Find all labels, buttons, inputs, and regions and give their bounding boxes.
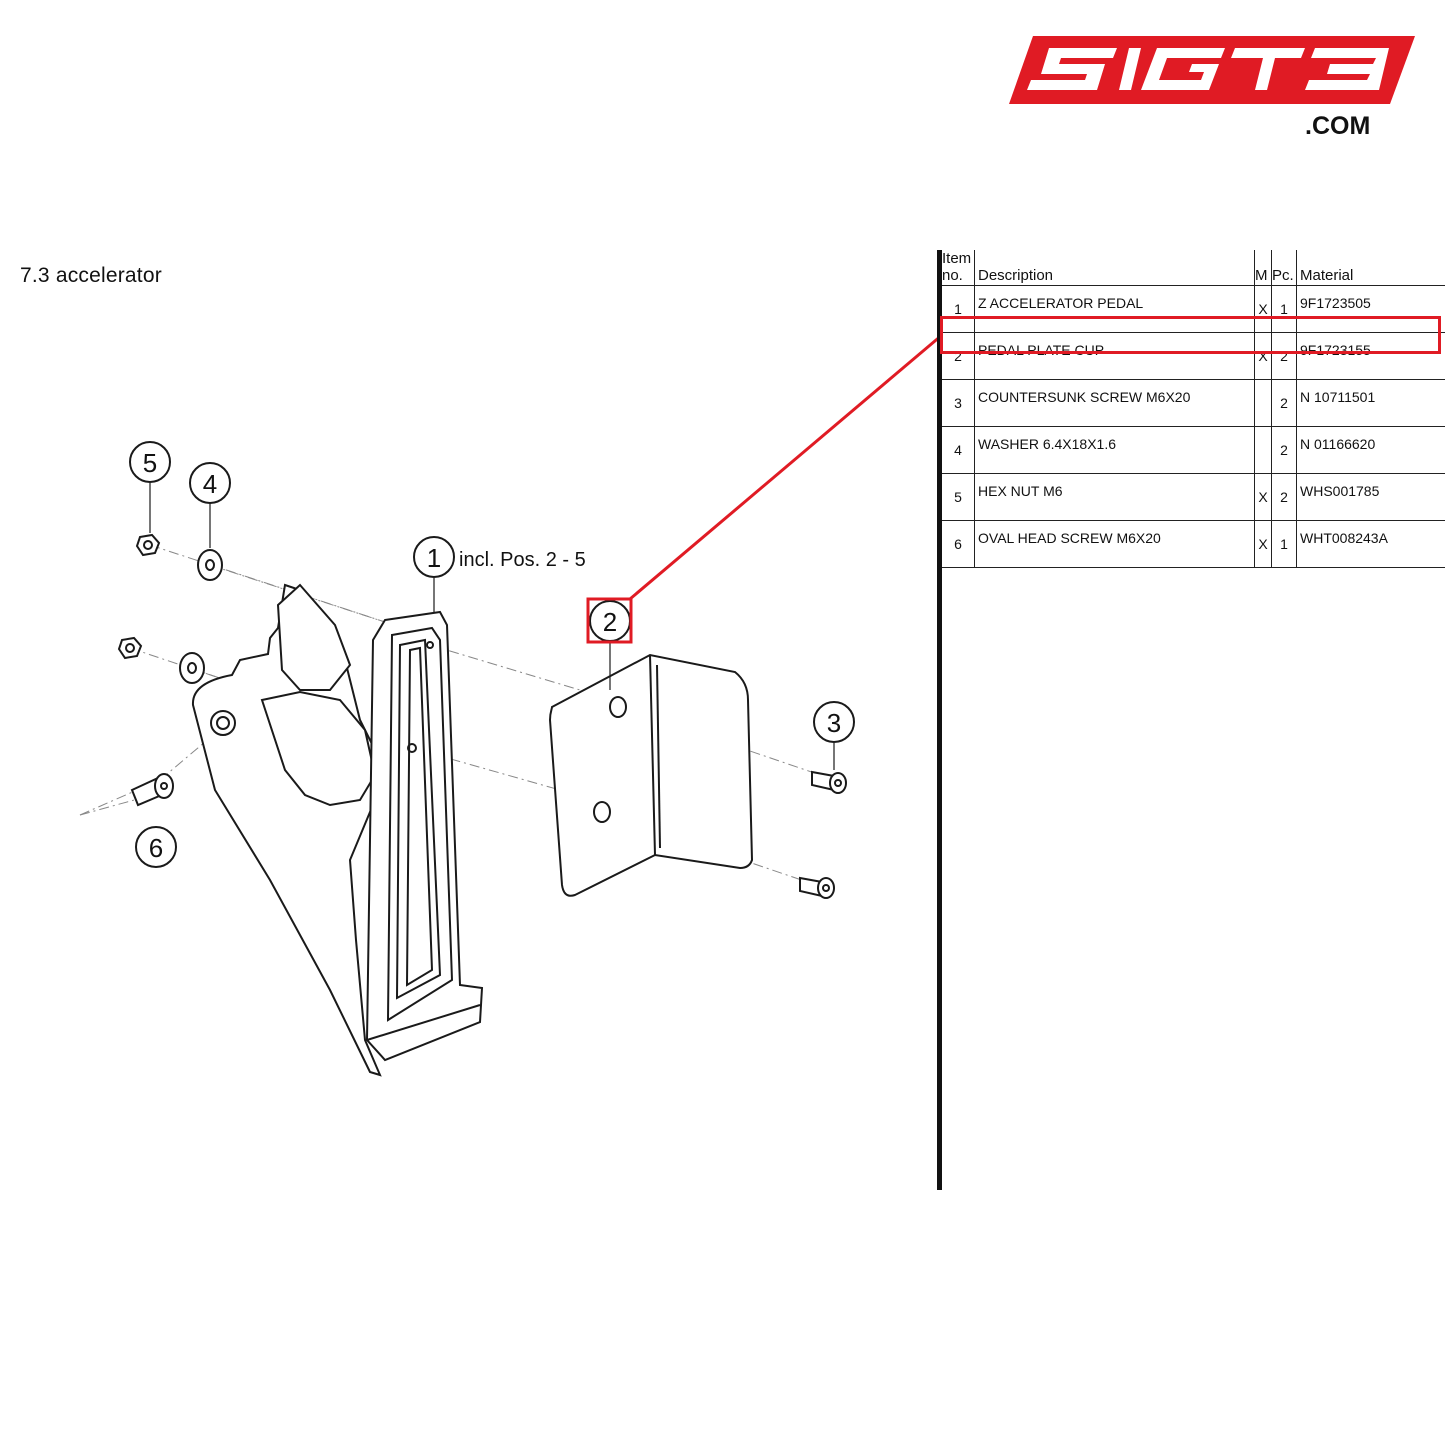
cell-description: HEX NUT M6 [974, 473, 1255, 521]
washer [179, 549, 223, 684]
callout-leaders [149, 483, 835, 770]
callout-1-circle [413, 536, 455, 578]
header-description: Description [974, 250, 1255, 286]
oval-head-screw [130, 773, 174, 807]
cell-m: X [1254, 473, 1272, 521]
parts-table: Item no. Description M Pc. Material 1 Z … [942, 250, 1445, 568]
cell-description: Z ACCELERATOR PEDAL [974, 285, 1255, 333]
header-m: M [1254, 250, 1272, 286]
cell-pc: 1 [1271, 285, 1297, 333]
cell-item: 3 [942, 379, 975, 427]
cell-item: 6 [942, 520, 975, 568]
table-row[interactable]: 6 OVAL HEAD SCREW M6X20 X 1 WHT008243A [942, 520, 1445, 568]
cell-description: WASHER 6.4X18X1.6 [974, 426, 1255, 474]
callout-3-circle [813, 701, 855, 743]
cell-material: N 01166620 [1296, 426, 1445, 474]
logo-domain: .COM [1305, 112, 1370, 140]
highlight-callout-box [586, 597, 633, 644]
table-header-row: Item no. Description M Pc. Material [942, 250, 1445, 286]
callout-3: 3 [827, 708, 841, 738]
countersunk-screw [799, 770, 847, 899]
table-row[interactable]: 4 WASHER 6.4X18X1.6 2 N 01166620 [942, 426, 1445, 474]
cell-m [1254, 379, 1272, 427]
cell-item: 5 [942, 473, 975, 521]
section-title: 7.3 accelerator [20, 264, 162, 287]
cell-description: OVAL HEAD SCREW M6X20 [974, 520, 1255, 568]
callout-1: 1 [427, 543, 441, 573]
callout-5: 5 [143, 448, 157, 478]
callout-6: 6 [149, 833, 163, 863]
cell-item: 2 [942, 332, 975, 380]
pedal-actuator [276, 583, 352, 691]
cell-description: PEDAL PLATE CUP [974, 332, 1255, 380]
cell-description: COUNTERSUNK SCREW M6X20 [974, 379, 1255, 427]
cell-item: 1 [942, 285, 975, 333]
hex-nut [117, 533, 161, 660]
cell-material: WHT008243A [1296, 520, 1445, 568]
callout-4: 4 [203, 469, 217, 499]
table-row[interactable]: 2 PEDAL PLATE CUP X 2 9F1723155 [942, 332, 1445, 380]
table-row[interactable]: 1 Z ACCELERATOR PEDAL X 1 9F1723505 [942, 285, 1445, 333]
highlighted-row-outline [940, 316, 1441, 354]
exploded-diagram: 1 2 3 4 5 6 incl. Pos. 2 - 5 [79, 334, 940, 1077]
callout-1-note: incl. Pos. 2 - 5 [459, 549, 586, 571]
header-item-no: Item no. [942, 250, 975, 286]
callout-6-circle [135, 826, 177, 868]
cell-m: X [1254, 520, 1272, 568]
header-material: Material [1296, 250, 1445, 286]
cell-material: WHS001785 [1296, 473, 1445, 521]
pedal-plate [365, 610, 484, 1062]
callout-4-circle [189, 462, 231, 504]
pedal-plate-cup [548, 653, 754, 897]
cell-m: X [1254, 332, 1272, 380]
cell-pc: 2 [1271, 426, 1297, 474]
cell-m [1254, 426, 1272, 474]
callout-5-circle [129, 441, 171, 483]
cell-pc: 2 [1271, 379, 1297, 427]
cell-pc: 2 [1271, 473, 1297, 521]
header-pc: Pc. [1271, 250, 1297, 286]
cell-pc: 1 [1271, 520, 1297, 568]
table-left-rule [937, 250, 942, 1190]
highlight-connector [629, 334, 940, 601]
callout-2: 2 [603, 607, 617, 637]
cell-material: N 10711501 [1296, 379, 1445, 427]
table-row[interactable]: 5 HEX NUT M6 X 2 WHS001785 [942, 473, 1445, 521]
cell-item: 4 [942, 426, 975, 474]
cell-pc: 2 [1271, 332, 1297, 380]
logo-letters [1027, 48, 1389, 90]
brand-logo: .COM [1009, 36, 1415, 140]
cell-material: 9F1723505 [1296, 285, 1445, 333]
cell-m: X [1254, 285, 1272, 333]
table-row[interactable]: 3 COUNTERSUNK SCREW M6X20 2 N 10711501 [942, 379, 1445, 427]
cell-material: 9F1723155 [1296, 332, 1445, 380]
